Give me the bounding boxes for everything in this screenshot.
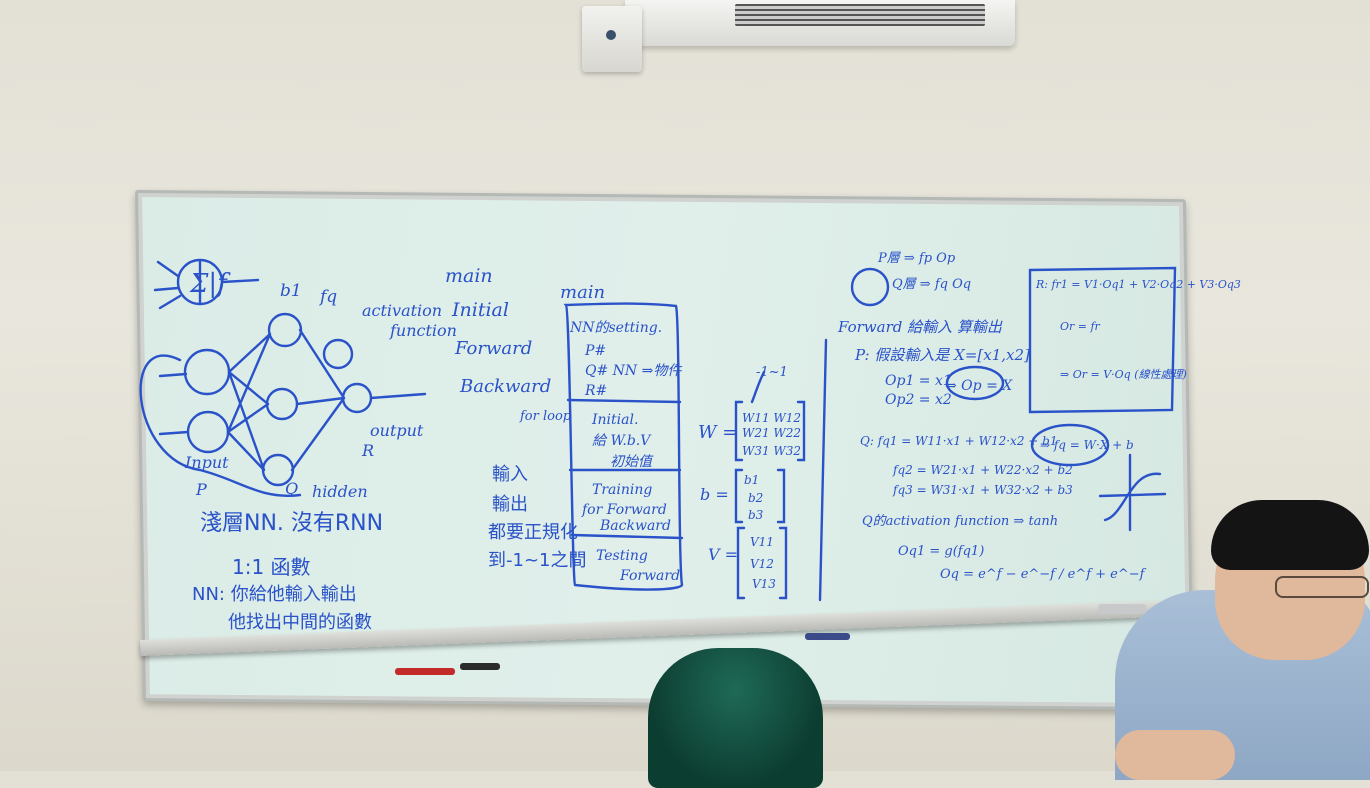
person-arm xyxy=(1115,730,1235,780)
note-left-4: 他找出中間的函數 xyxy=(228,612,372,633)
sensor-logo xyxy=(606,30,616,40)
person xyxy=(1115,500,1370,780)
step-initial: Initial xyxy=(451,299,509,321)
setting-line-3: Q# NN ⇒物件 xyxy=(585,363,682,379)
note-left-3: NN: 你給他輸入輸出 xyxy=(192,584,357,605)
note-left-2: 1:1 函數 xyxy=(232,555,311,579)
nn-label-function: function xyxy=(389,321,457,340)
setting-line-2: P# xyxy=(584,343,606,359)
matrix-range: -1~1 xyxy=(756,365,788,380)
training-line-1: Training xyxy=(592,482,652,498)
forward-line-5: ⇒ Op = X xyxy=(945,378,1013,394)
blue-marker[interactable] xyxy=(805,633,850,640)
initial-line-2: 給 W.b.V xyxy=(592,433,652,449)
w-row-1: W11 W12 xyxy=(742,411,801,425)
activation-line-3: Oq = e^f − e^−f / e^f + e^−f xyxy=(940,567,1147,582)
r-eq-2: Or = fr xyxy=(1060,320,1101,333)
person-hair xyxy=(1211,500,1369,570)
red-marker[interactable] xyxy=(395,668,455,675)
q-eq-3: fq3 = W31·x1 + W32·x2 + b3 xyxy=(892,483,1073,497)
testing-line-1: Testing xyxy=(596,548,648,564)
nn-label-fq: fq xyxy=(318,287,337,307)
r-eq-1: R: fr1 = V1·Oq1 + V2·Oq2 + V3·Oq3 xyxy=(1035,278,1241,291)
sigma-f-symbol: Σ|f xyxy=(189,269,231,299)
note-mid-3: 都要正規化 xyxy=(488,522,578,543)
nn-label-input: Input xyxy=(184,453,229,472)
v-row-3: V13 xyxy=(752,577,776,591)
ac-vent xyxy=(735,4,985,26)
setting-line-4: R# xyxy=(584,383,607,399)
matrix-v-label: V = xyxy=(708,545,738,564)
note-mid-4: 到-1~1之間 xyxy=(488,550,586,571)
training-line-2: for Forward xyxy=(581,502,667,518)
for-loop-label: for loop xyxy=(519,409,572,424)
forward-line-3: Op1 = x1 xyxy=(885,373,952,389)
nn-label-output: output xyxy=(370,421,424,440)
right-top-line-1: P層 ⇒ fp Op xyxy=(877,251,956,266)
forward-line-4: Op2 = x2 xyxy=(885,392,952,408)
b-row-2: b2 xyxy=(748,491,763,505)
q-eq-1: Q: fq1 = W11·x1 + W12·x2 + b1 xyxy=(860,434,1057,448)
b-row-1: b1 xyxy=(744,473,759,487)
note-mid-2: 輸出 xyxy=(492,494,528,515)
main-title-mid: main xyxy=(560,282,605,303)
note-left-1: 淺層NN. 沒有RNN xyxy=(200,511,383,536)
activation-line-1: Q的activation function ⇒ tanh xyxy=(862,514,1058,529)
nn-label-q: Q xyxy=(285,479,298,498)
training-line-3: Backward xyxy=(599,518,671,534)
person-glasses xyxy=(1275,576,1369,598)
air-conditioner xyxy=(625,0,1015,46)
forward-line-2: P: 假設輸入是 X=[x1,x2] xyxy=(854,346,1030,364)
note-mid-1: 輸入 xyxy=(492,464,528,485)
q-eq-4: ⇒ fq = W·X + b xyxy=(1040,438,1134,452)
wall-sensor xyxy=(582,6,642,72)
green-chair xyxy=(648,648,823,788)
nn-label-hidden: hidden xyxy=(312,482,368,501)
v-row-1: V11 xyxy=(750,535,774,549)
initial-line-1: Initial. xyxy=(591,412,638,428)
step-forward: Forward xyxy=(454,338,532,359)
matrix-w-label: W = xyxy=(698,422,737,443)
forward-line-1: Forward 給輸入 算輸出 xyxy=(837,318,1003,336)
q-eq-2: fq2 = W21·x1 + W22·x2 + b2 xyxy=(892,463,1073,477)
nn-label-r: R xyxy=(361,441,374,460)
nn-label-activation: activation xyxy=(362,301,442,320)
step-backward: Backward xyxy=(459,376,551,397)
activation-line-2: Oq1 = g(fq1) xyxy=(898,544,984,559)
testing-line-2: Forward xyxy=(619,568,680,584)
right-top-line-2: Q層 ⇒ fq Oq xyxy=(892,277,971,292)
b-row-3: b3 xyxy=(748,508,764,522)
main-title-left: main xyxy=(445,265,493,287)
eraser[interactable] xyxy=(1098,604,1146,614)
whiteboard-ink: Σ|f b1 fq activation function Input hidd… xyxy=(139,251,1241,633)
matrix-b-label: b = xyxy=(700,485,729,504)
r-eq-3: ⇒ Or = V·Oq (線性處理) xyxy=(1060,368,1187,381)
nn-label-p: P xyxy=(195,480,207,499)
setting-line-1: NN的setting. xyxy=(569,320,662,336)
initial-line-3: 初始值 xyxy=(610,454,654,470)
black-marker[interactable] xyxy=(460,663,500,670)
w-row-2: W21 W22 xyxy=(742,426,801,440)
nn-label-b1: b1 xyxy=(280,281,302,301)
w-row-3: W31 W32 xyxy=(742,444,801,458)
v-row-2: V12 xyxy=(750,557,774,571)
